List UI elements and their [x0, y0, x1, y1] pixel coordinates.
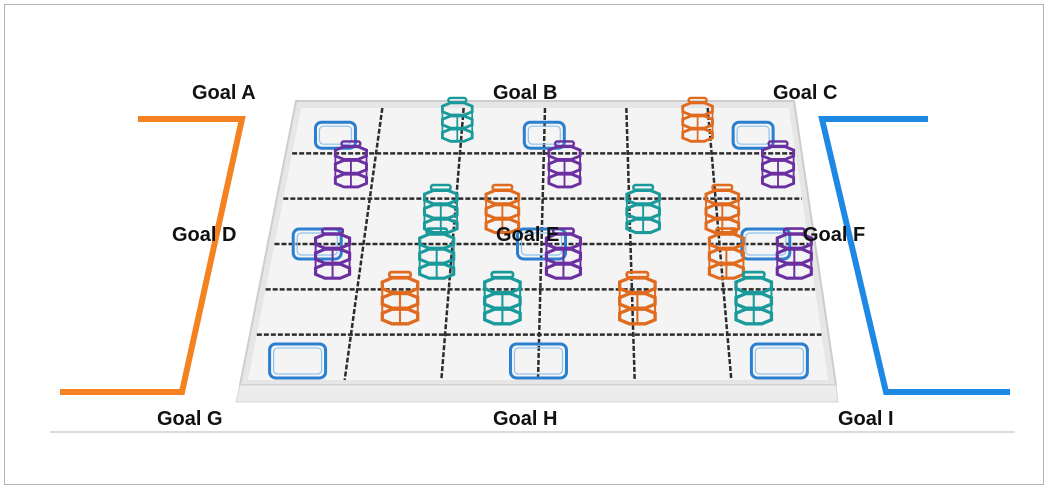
ring-cap: [491, 183, 514, 191]
goal-square: [516, 227, 567, 261]
ring-cap: [490, 270, 515, 279]
goal-d-label: Goal D: [172, 224, 236, 246]
ring-stack-teal: [625, 183, 661, 235]
goal-square: [313, 120, 357, 150]
goal-square-inner: [754, 347, 804, 375]
ring-cap: [429, 183, 452, 191]
ring-cap: [551, 227, 575, 235]
goal-square: [508, 342, 568, 380]
ring-stack-orange: [618, 270, 657, 326]
ring-cap: [425, 227, 449, 235]
goal-square-inner: [272, 347, 323, 375]
ring-stack-teal: [422, 183, 459, 235]
slide-frame: [4, 4, 1044, 485]
ring-cap: [625, 270, 650, 279]
ring-stack-orange: [484, 183, 521, 235]
grid-line-vertical: [625, 107, 636, 381]
goal-e-label: Goal E: [496, 224, 559, 246]
ring-stack-orange: [707, 227, 745, 280]
goal-square-inner: [296, 232, 338, 256]
goal-square-inner: [318, 125, 353, 145]
tile-grid: [256, 107, 822, 381]
goal-square-inner: [736, 125, 770, 145]
ring-stack-purple: [313, 227, 352, 280]
ring-cap: [553, 140, 576, 148]
ring-cap: [340, 140, 362, 148]
field-front-wall: [235, 384, 839, 403]
ring-cap: [687, 96, 708, 104]
goal-a-label: Goal A: [192, 82, 256, 104]
ring-cap: [388, 270, 412, 279]
ring-cap: [321, 227, 345, 235]
ring-stack-orange: [681, 96, 714, 143]
goal-h-label: Goal H: [493, 408, 557, 430]
goal-square-inner: [520, 232, 563, 256]
ring-cap: [782, 227, 806, 235]
ring-stack-teal: [441, 96, 474, 143]
ring-cap: [447, 96, 468, 104]
goal-square: [749, 342, 809, 380]
goal-i-label: Goal I: [838, 408, 894, 430]
ring-stack-purple: [775, 227, 813, 280]
ring-stack-teal: [418, 227, 456, 280]
ring-stack-teal: [734, 270, 774, 326]
ring-cap: [714, 227, 738, 235]
goal-square-inner: [527, 125, 561, 145]
blue-zone-line: [818, 116, 1010, 395]
ring-stack-purple: [544, 227, 583, 280]
ring-cap: [741, 270, 766, 279]
goal-b-label: Goal B: [493, 82, 557, 104]
ring-stack-purple: [333, 140, 368, 189]
ring-stack-teal: [483, 270, 522, 326]
goal-square: [268, 342, 328, 380]
ring-stack-purple: [760, 140, 796, 189]
ring-cap: [767, 140, 789, 148]
ring-stack-orange: [380, 270, 420, 326]
ring-cap: [632, 183, 655, 191]
goal-square-inner: [513, 347, 564, 375]
orange-zone-line: [60, 116, 246, 395]
ring-stack-purple: [547, 140, 582, 189]
goal-square-inner: [745, 232, 787, 256]
goal-c-label: Goal C: [773, 82, 837, 104]
goal-g-label: Goal G: [157, 408, 223, 430]
goal-square: [522, 120, 566, 150]
ring-cap: [711, 183, 734, 191]
goal-square: [731, 120, 775, 150]
ring-stacks: [313, 96, 813, 326]
goal-f-label: Goal F: [803, 224, 865, 246]
